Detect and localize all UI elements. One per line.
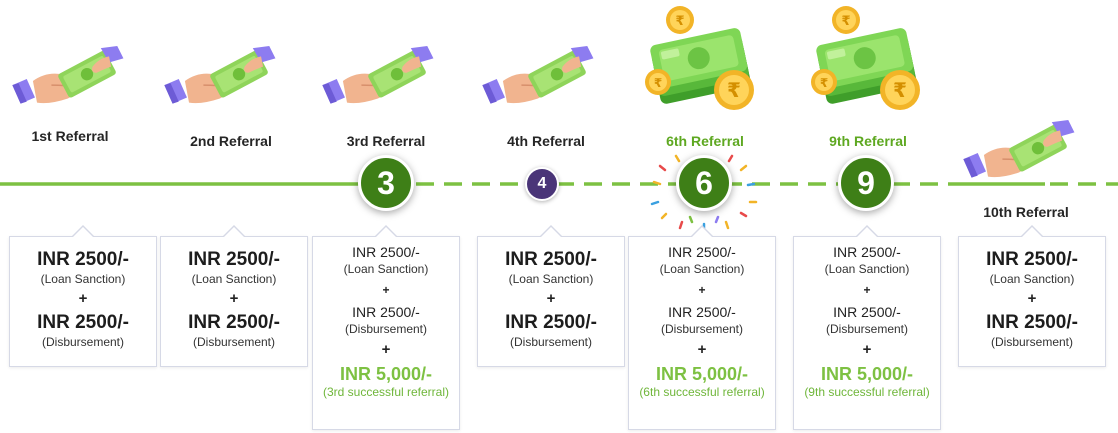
hand-giving-money-icon: [958, 118, 1088, 190]
bonus-label: (6th successful referral): [639, 385, 765, 399]
plus-sign: +: [1027, 290, 1037, 307]
disbursement-label: (Disbursement): [192, 335, 276, 349]
disbursement-label: (Disbursement): [41, 335, 125, 349]
disbursement-label: (Disbursement): [990, 335, 1074, 349]
plus-sign: +: [382, 283, 390, 297]
referral-label-10: 10th Referral: [983, 204, 1069, 220]
plus-sign: +: [697, 341, 707, 358]
cash-stack-with-coins-icon: [640, 4, 760, 114]
loan-sanction-label: (Loan Sanction): [40, 272, 126, 286]
bonus-amount: INR 5,000/-: [820, 364, 914, 384]
loan-sanction-amount: INR 2500/-: [37, 249, 129, 270]
milestone-badge-3: 3: [358, 155, 414, 211]
cash-stack-with-coins-icon: [806, 4, 926, 114]
disbursement-amount: INR 2500/-: [188, 312, 280, 333]
disbursement-amount: INR 2500/-: [352, 304, 420, 320]
reward-card-6: INR 2500/- (Loan Sanction) + INR 2500/- …: [628, 225, 776, 430]
disbursement-amount: INR 2500/-: [986, 312, 1078, 333]
hand-giving-money-icon: [8, 44, 136, 116]
loan-sanction-amount: INR 2500/-: [188, 249, 280, 270]
hand-giving-money-icon: [160, 44, 288, 116]
bonus-amount: INR 5,000/-: [655, 364, 749, 384]
disbursement-label: (Disbursement): [825, 322, 909, 336]
disbursement-label: (Disbursement): [344, 322, 428, 336]
disbursement-amount: INR 2500/-: [833, 304, 901, 320]
loan-sanction-amount: INR 2500/-: [505, 249, 597, 270]
loan-sanction-amount: INR 2500/-: [668, 244, 736, 260]
bonus-label: (9th successful referral): [804, 385, 930, 399]
reward-card-3: INR 2500/- (Loan Sanction) + INR 2500/- …: [312, 225, 460, 430]
disbursement-amount: INR 2500/-: [37, 312, 129, 333]
plus-sign: +: [862, 341, 872, 358]
reward-card-10: INR 2500/- (Loan Sanction) + INR 2500/- …: [958, 225, 1106, 367]
reward-card-9: INR 2500/- (Loan Sanction) + INR 2500/- …: [793, 225, 941, 430]
disbursement-amount: INR 2500/-: [668, 304, 736, 320]
plus-sign: +: [546, 290, 556, 307]
plus-sign: +: [863, 283, 871, 297]
plus-sign: +: [698, 283, 706, 297]
hand-giving-money-icon: [478, 44, 606, 116]
referral-label-6: 6th Referral: [666, 133, 744, 149]
disbursement-label: (Disbursement): [660, 322, 744, 336]
referral-label-4: 4th Referral: [507, 133, 585, 149]
referral-label-1: 1st Referral: [31, 128, 109, 144]
loan-sanction-label: (Loan Sanction): [824, 262, 910, 276]
plus-sign: +: [381, 341, 391, 358]
hand-giving-money-icon: [318, 44, 446, 116]
disbursement-amount: INR 2500/-: [505, 312, 597, 333]
loan-sanction-label: (Loan Sanction): [343, 262, 429, 276]
loan-sanction-amount: INR 2500/-: [833, 244, 901, 260]
milestone-badge-6: 6: [676, 155, 732, 211]
disbursement-label: (Disbursement): [509, 335, 593, 349]
loan-sanction-label: (Loan Sanction): [191, 272, 277, 286]
timeline-line: [0, 182, 1118, 186]
loan-sanction-amount: INR 2500/-: [352, 244, 420, 260]
loan-sanction-label: (Loan Sanction): [989, 272, 1075, 286]
loan-sanction-amount: INR 2500/-: [986, 249, 1078, 270]
referral-label-2: 2nd Referral: [190, 133, 272, 149]
bonus-label: (3rd successful referral): [322, 385, 450, 399]
plus-sign: +: [78, 290, 88, 307]
loan-sanction-label: (Loan Sanction): [659, 262, 745, 276]
reward-card-1: INR 2500/- (Loan Sanction) + INR 2500/- …: [9, 225, 157, 367]
plus-sign: +: [229, 290, 239, 307]
reward-card-4: INR 2500/- (Loan Sanction) + INR 2500/- …: [477, 225, 625, 367]
milestone-badge-4: 4: [525, 167, 559, 201]
referral-label-9: 9th Referral: [829, 133, 907, 149]
loan-sanction-label: (Loan Sanction): [508, 272, 594, 286]
milestone-badge-9: 9: [838, 155, 894, 211]
referral-label-3: 3rd Referral: [346, 133, 426, 149]
bonus-amount: INR 5,000/-: [339, 364, 433, 384]
reward-card-2: INR 2500/- (Loan Sanction) + INR 2500/- …: [160, 225, 308, 367]
